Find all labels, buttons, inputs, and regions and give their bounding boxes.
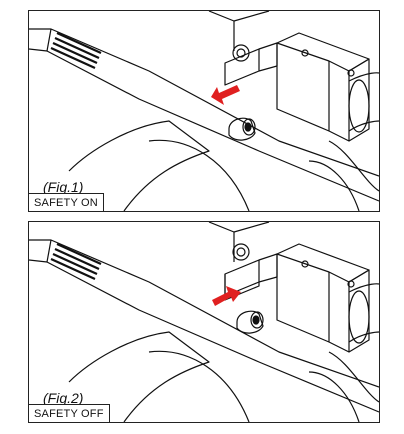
direction-arrow — [211, 85, 240, 105]
direction-arrow — [212, 286, 241, 306]
rifle-safety-on-illustration — [29, 11, 379, 211]
figure-2-panel: (Fig.2) SAFETY OFF — [28, 221, 380, 423]
rifle-safety-off-illustration — [29, 222, 379, 422]
safety-state-label: SAFETY OFF — [29, 404, 110, 422]
figure-1-panel: (Fig.1) SAFETY ON — [28, 10, 380, 212]
safety-state-label: SAFETY ON — [29, 193, 104, 211]
figure-label: (Fig.2) — [41, 390, 86, 406]
figure-label: (Fig.1) — [41, 179, 86, 195]
